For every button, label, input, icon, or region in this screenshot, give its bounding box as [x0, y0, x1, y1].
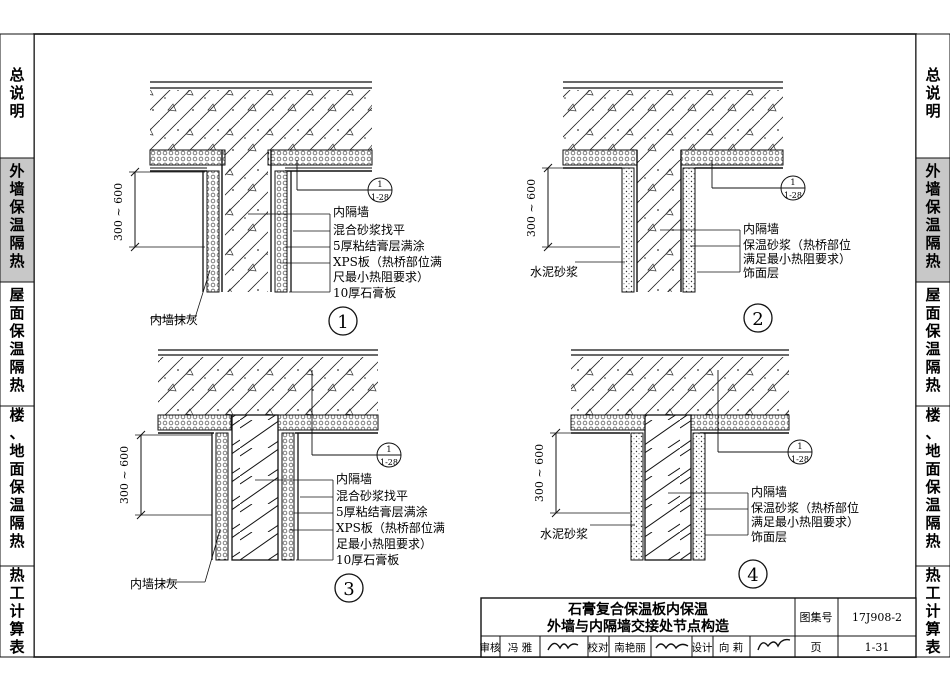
- atlas-value: 17J908-2: [852, 611, 902, 624]
- check-signature: [655, 643, 689, 650]
- detail-number: 1: [337, 312, 348, 333]
- callout-label: 保温砂浆（热桥部位: [743, 237, 851, 252]
- detail-number-circle: [334, 573, 364, 603]
- xps-layer: [149, 149, 226, 166]
- left-callout-label: 内墙抹灰: [130, 577, 178, 591]
- design-name: 向 莉: [719, 641, 743, 654]
- side-tab-right-2[interactable]: 屋面保温隔热: [924, 286, 941, 394]
- check-name: 南艳丽: [614, 641, 646, 654]
- xps-layer: [267, 149, 373, 166]
- callout-label: 保温砂浆（热桥部位: [751, 500, 859, 515]
- dimension-label: 300 ~ 600: [112, 183, 125, 241]
- detail-number: 3: [343, 579, 354, 600]
- detail-ref-top: 1: [790, 178, 795, 188]
- callout-label: 内隔墙: [333, 205, 369, 219]
- callout-label: 足最小热阻要求）: [336, 537, 432, 551]
- callout-label: 5厚粘结膏层满涂: [333, 238, 425, 253]
- callout-label: 混合砂浆找平: [336, 488, 408, 503]
- detail-4: 300 ~ 600 1 1-28 内隔墙 保温砂浆（热桥部位 满足最小热阻要求）…: [533, 349, 859, 589]
- page-value: 1-31: [865, 641, 890, 654]
- side-tab-left-1[interactable]: 外墙保温隔热: [8, 162, 25, 270]
- left-callout-label: 水泥砂浆: [530, 264, 578, 279]
- callout-label: 满足最小热阻要求）: [743, 252, 851, 266]
- detail-ref-top: 1: [377, 180, 382, 190]
- side-tab-left-3[interactable]: 楼、地面保温隔热: [8, 406, 25, 550]
- left-callout-label: 水泥砂浆: [540, 526, 588, 541]
- dimension-label: 300 ~ 600: [525, 179, 538, 237]
- detail-3: 300 ~ 600 1 1-28 内隔墙 混合砂浆找平 5厚粘结膏层满涂 XPS…: [118, 349, 445, 603]
- side-tab-left-4[interactable]: 热工计算表: [9, 566, 25, 656]
- side-tabs-left: 总说明 外墙保温隔热 屋面保温隔热 楼、地面保温隔热 热工计算表: [0, 33, 35, 658]
- side-tab-left-2[interactable]: 屋面保温隔热: [8, 286, 25, 394]
- dimension-label: 300 ~ 600: [118, 446, 131, 504]
- detail-number: 4: [747, 565, 758, 586]
- detail-2: 300 ~ 600 1 1-28 内隔墙 保温砂浆（热桥部位 满足最小热阻要求）…: [525, 81, 851, 333]
- drawing-title-line1: 石膏复合保温板内保温: [567, 601, 708, 618]
- detail-ref-top: 1: [386, 445, 391, 455]
- side-tabs-right: 总说明 外墙保温隔热 屋面保温隔热 楼、地面保温隔热 热工计算表: [915, 33, 950, 658]
- left-callout-label: 内墙抹灰: [150, 313, 198, 327]
- detail-ref-bottom: 1-28: [784, 191, 802, 200]
- side-tab-right-0[interactable]: 总说明: [925, 66, 940, 120]
- title-block: 石膏复合保温板内保温 外墙与内隔墙交接处节点构造 图集号 17J908-2 审核…: [480, 597, 917, 658]
- review-signature: [547, 642, 579, 651]
- detail-1: 300 ~ 600 1 1-28 内隔墙 混合砂浆找平 5厚粘结膏层满涂 XPS…: [112, 81, 442, 336]
- callout-label: 内隔墙: [743, 222, 779, 236]
- callout-label: 混合砂浆找平: [333, 222, 405, 237]
- callout-label: 尺最小热阻要求）: [333, 270, 429, 284]
- design-signature: [757, 638, 791, 651]
- dimension-label: 300 ~ 600: [533, 444, 546, 502]
- detail-number-circle: [738, 559, 768, 589]
- side-tab-right-3[interactable]: 楼、地面保温隔热: [924, 406, 941, 550]
- side-tab-right-1[interactable]: 外墙保温隔热: [924, 162, 941, 270]
- concrete-slab: [150, 90, 372, 150]
- callout-label: 5厚粘结膏层满涂: [336, 504, 428, 519]
- review-name: 冯 雅: [508, 641, 533, 654]
- page-label: 页: [811, 641, 822, 654]
- side-tab-left-0[interactable]: 总说明: [9, 66, 24, 120]
- callout-label: 饰面层: [743, 266, 779, 280]
- detail-ref-top: 1: [797, 442, 802, 452]
- detail-ref-bottom: 1-28: [380, 458, 398, 467]
- callout-label: 10厚石膏板: [333, 285, 396, 300]
- callout-label: 内隔墙: [336, 472, 372, 486]
- callout-label: 内隔墙: [751, 485, 787, 499]
- callout-label: 10厚石膏板: [336, 552, 399, 567]
- detail-number: 2: [752, 309, 763, 330]
- design-label: 设计: [692, 641, 713, 654]
- callout-label: XPS板（热桥部位满: [333, 254, 442, 269]
- side-tab-right-4[interactable]: 热工计算表: [925, 566, 941, 656]
- atlas-label: 图集号: [800, 610, 833, 624]
- drawing-title-line2: 外墙与内隔墙交接处节点构造: [547, 618, 729, 635]
- detail-ref-bottom: 1-28: [791, 455, 809, 464]
- review-label: 审核: [480, 641, 501, 654]
- detail-number-circle: [328, 306, 358, 336]
- detail-ref-bottom: 1-28: [371, 193, 389, 202]
- brick-wall: [231, 414, 279, 561]
- detail-number-circle: [743, 303, 773, 333]
- callout-label: 饰面层: [751, 530, 787, 544]
- callout-label: 满足最小热阻要求）: [751, 515, 859, 529]
- callout-label: XPS板（热桥部位满: [336, 520, 445, 535]
- concrete-wall: [225, 150, 268, 292]
- check-label: 校对: [588, 641, 609, 654]
